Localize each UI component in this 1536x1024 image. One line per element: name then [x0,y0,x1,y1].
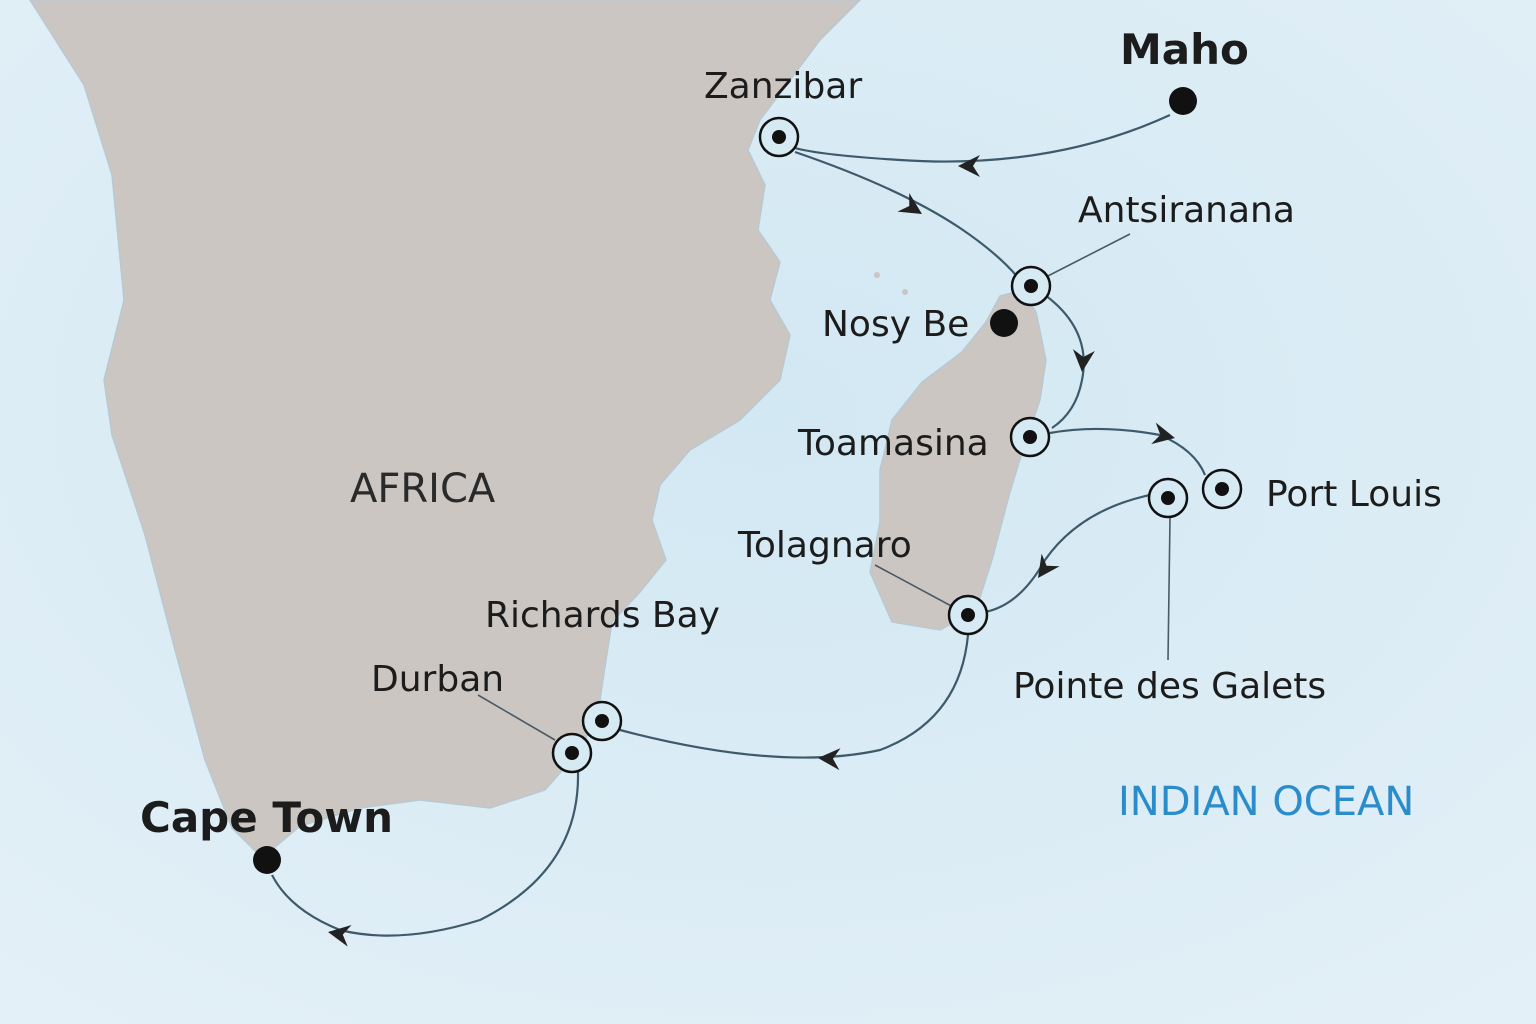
port-marker-zanzibar[interactable] [758,116,800,158]
region-label-africa: AFRICA [350,466,496,512]
madagascar-landmass [869,289,1047,631]
port-label-cape-town: Cape Town [140,793,393,842]
port-label-antsiranana: Antsiranana [1078,190,1295,231]
port-label-port-louis: Port Louis [1266,474,1442,515]
island [902,289,908,295]
port-marker-toamasina[interactable] [1009,416,1051,458]
route-maho-zanzibar [794,113,1171,163]
port-marker-richards-bay[interactable] [581,700,623,742]
route-durban-cape-town [271,771,580,937]
route-pointe-des-galets-tolagnaro [984,493,1151,614]
route-zanzibar-antsiranana [794,150,1021,281]
port-label-nosy-be: Nosy Be [822,304,969,345]
port-marker-antsiranana[interactable] [1010,265,1052,307]
port-label-pointe-des-galets: Pointe des Galets [1013,666,1326,707]
route-toamasina-port-louis [1049,427,1207,476]
island [874,272,880,278]
port-marker-nosy-be[interactable] [990,309,1018,337]
port-marker-pointe-des-galets[interactable] [1147,477,1189,519]
route-tolagnaro-richards-bay [619,634,970,759]
africa-landmass [29,0,862,860]
route-antsiranana-toamasina [1044,294,1085,429]
port-marker-tolagnaro[interactable] [947,594,989,636]
port-label-durban: Durban [371,659,504,700]
leader-durban [477,694,556,741]
region-label-indian-ocean: INDIAN OCEAN [1118,779,1414,825]
port-label-toamasina: Toamasina [797,423,989,464]
port-label-richards-bay: Richards Bay [485,595,720,636]
leader-tolagnaro [874,564,956,609]
port-marker-maho[interactable] [1169,87,1197,115]
leader-pointe-des-galets [1167,517,1171,661]
port-label-maho: Maho [1120,25,1249,74]
port-marker-port-louis[interactable] [1201,468,1243,510]
port-marker-durban[interactable] [551,732,593,774]
port-label-tolagnaro: Tolagnaro [737,525,912,566]
port-label-zanzibar: Zanzibar [704,66,862,107]
port-marker-cape-town[interactable] [253,846,281,874]
leader-antsiranana [1043,233,1131,279]
